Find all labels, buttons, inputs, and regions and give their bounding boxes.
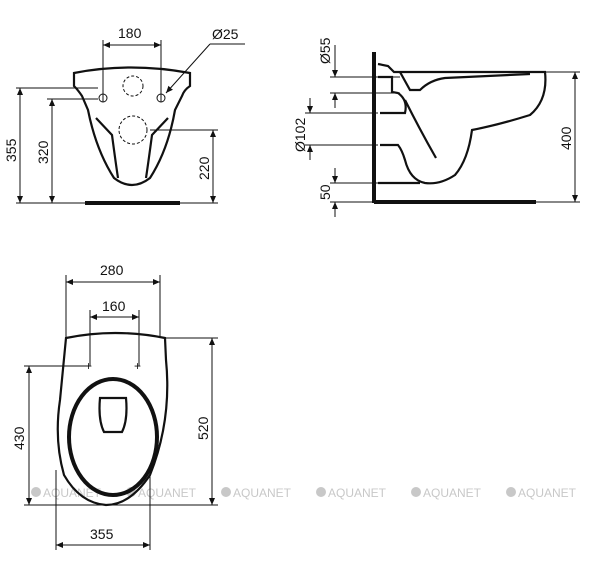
watermark: AQUANET xyxy=(31,486,102,500)
dim-355-top: 355 xyxy=(90,526,114,542)
dim-d102: Ø102 xyxy=(292,118,308,152)
inlet-hole xyxy=(122,75,144,97)
svg-text:AQUANET: AQUANET xyxy=(233,486,292,500)
svg-text:AQUANET: AQUANET xyxy=(43,486,102,500)
watermark-row: AQUANET AQUANET AQUANET AQUANET AQUANET … xyxy=(31,486,577,500)
dim-320: 320 xyxy=(35,140,51,164)
svg-text:AQUANET: AQUANET xyxy=(423,486,482,500)
top-view: + + 280 160 520 430 355 xyxy=(11,262,218,550)
dim-400: 400 xyxy=(558,126,574,150)
watermark: AQUANET xyxy=(221,486,292,500)
svg-text:AQUANET: AQUANET xyxy=(138,486,197,500)
top-bowl-outline xyxy=(56,331,169,507)
side-trap xyxy=(399,71,531,159)
dim-160: 160 xyxy=(102,298,126,314)
watermark: AQUANET xyxy=(506,486,577,500)
dim-d25: Ø25 xyxy=(212,26,239,42)
svg-text:AQUANET: AQUANET xyxy=(518,486,577,500)
svg-text:+: + xyxy=(85,359,92,373)
side-view: Ø55 Ø102 50 400 xyxy=(292,37,580,217)
dim-220: 220 xyxy=(196,156,212,180)
svg-text:AQUANET: AQUANET xyxy=(328,486,387,500)
dim-520: 520 xyxy=(195,416,211,440)
dim-d55: Ø55 xyxy=(317,37,333,64)
watermark: AQUANET xyxy=(316,486,387,500)
dim-50: 50 xyxy=(317,184,333,200)
dim-280: 280 xyxy=(100,262,124,278)
bowl-opening xyxy=(98,396,128,434)
seat-ring xyxy=(67,377,159,497)
watermark: AQUANET xyxy=(411,486,482,500)
svg-text:+: + xyxy=(134,359,141,373)
dim-180: 180 xyxy=(118,25,142,41)
outlet-hole xyxy=(118,115,148,145)
front-view: 180 Ø25 355 320 220 xyxy=(3,25,245,205)
side-bowl-outline xyxy=(377,62,547,185)
dim-355-front: 355 xyxy=(3,138,19,162)
dim-430: 430 xyxy=(11,426,27,450)
front-inner-outline xyxy=(95,117,169,179)
